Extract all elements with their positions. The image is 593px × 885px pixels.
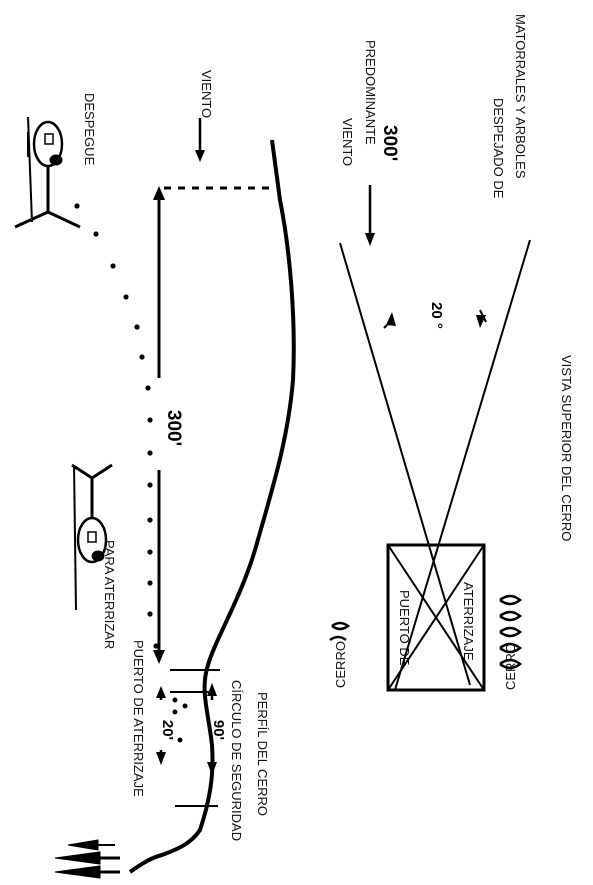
landing-pad-diagonal: [387, 544, 485, 691]
landing-pad-text-1: PUERTO DE: [397, 590, 412, 666]
landing-approach-label: PARA ATERRIZAR: [102, 540, 117, 649]
safety-circle-label: CÍRCULO DE SEGURIDAD: [229, 680, 244, 841]
helicopter-icon: [71, 463, 113, 611]
hill-label-left: CERRO: [333, 641, 348, 688]
approach-cone-line: [339, 242, 471, 686]
distance-label-300-top: 300': [379, 125, 400, 161]
predominant-wind-label-2: PREDOMINANTE: [363, 40, 378, 145]
distance-label-20: 20': [159, 720, 176, 740]
clearance-label-2: MATORRALES Y ARBOLES: [513, 14, 528, 179]
hill-profile: [128, 139, 296, 874]
wind-label: VIENTO: [199, 70, 214, 118]
hill-label-right: CERRO: [503, 643, 518, 690]
distance-label-90: 90': [210, 720, 227, 740]
clearance-label-1: DESPEJADO DE: [491, 98, 506, 199]
top-view-label: VISTA SUPERIOR DEL CERRO: [559, 355, 574, 541]
takeoff-label: DESPEGUE: [82, 93, 97, 166]
hill-profile-label: PERFÍL DEL CERRO: [255, 692, 270, 816]
angle-label: 20 °: [428, 302, 445, 329]
distance-label-300: 300': [163, 410, 184, 446]
landing-pad-text-2: ATERRIZAJE: [461, 582, 476, 661]
angle-arrows: [383, 309, 487, 329]
distance-arrow-300: [153, 186, 165, 664]
approach-path: [74, 203, 159, 649]
pad-markers: [156, 669, 220, 807]
approach-cone-line: [394, 239, 531, 691]
wind-arrow: [195, 118, 205, 162]
landing-pad-label: PUERTO DE ATERRIZAJE: [131, 640, 146, 797]
tree-icon: [54, 839, 120, 879]
predominant-wind-arrow: [365, 185, 375, 246]
landing-pad-box: [386, 543, 486, 692]
bush-icon: [329, 594, 523, 670]
predominant-wind-label-1: VIENTO: [340, 118, 355, 166]
helicopter-icon: [14, 116, 81, 229]
